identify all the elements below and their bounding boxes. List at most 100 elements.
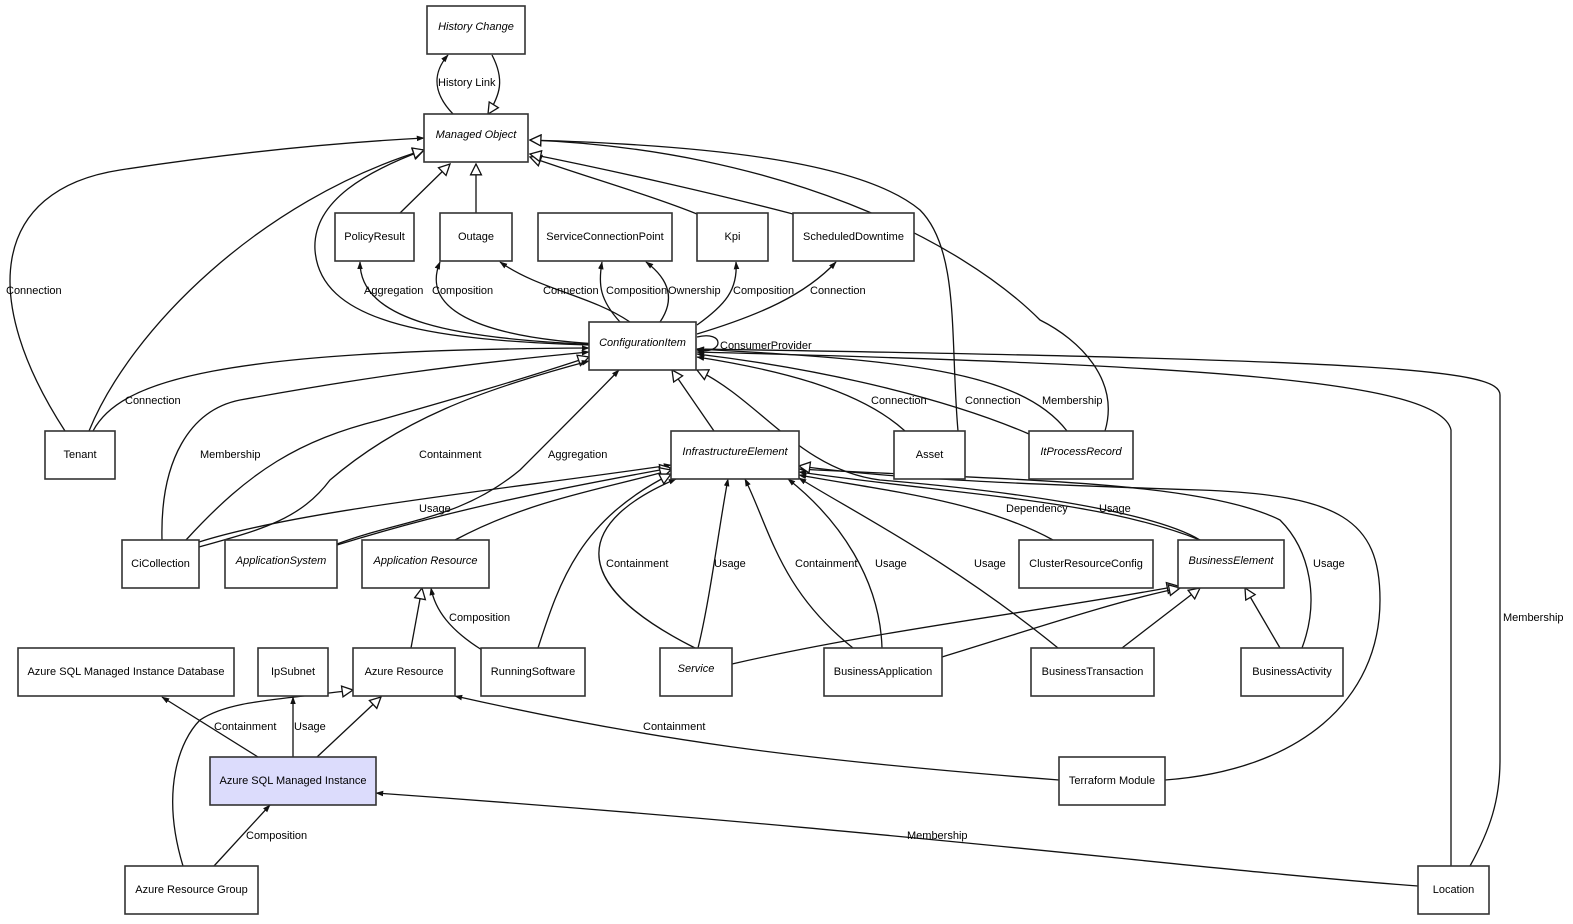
class-box[interactable] (670, 430, 800, 480)
class-box[interactable] (537, 212, 673, 262)
class-box[interactable] (209, 756, 377, 806)
class-box[interactable] (257, 647, 329, 697)
class-node-service[interactable]: Service (659, 647, 733, 697)
edge-itpr-to-managed_object (530, 140, 1109, 432)
edge-label: Composition (246, 830, 307, 842)
class-box[interactable] (1177, 539, 1285, 589)
edge-history_change-to-managed_object (488, 54, 501, 114)
class-box[interactable] (1417, 865, 1490, 915)
edges-layer (9, 54, 1501, 887)
edge-ci-to-outage-connection (499, 261, 631, 323)
class-node-biztx[interactable]: BusinessTransaction (1030, 647, 1155, 697)
class-name: ItProcessRecord (1040, 446, 1122, 458)
class-box[interactable] (1240, 647, 1344, 697)
class-node-crc[interactable]: ClusterResourceConfig (1018, 539, 1154, 589)
edge-crc-to-infra-dependency (798, 473, 1054, 541)
class-box[interactable] (121, 539, 200, 589)
edge-label: Usage (714, 558, 746, 570)
class-node-ipsubnet[interactable]: IpSubnet (257, 647, 329, 697)
class-box[interactable] (352, 647, 456, 697)
edge-label: Composition (733, 285, 794, 297)
edge-label: Usage (974, 558, 1006, 570)
class-node-cicoll[interactable]: CiCollection (121, 539, 200, 589)
class-name: CiCollection (131, 558, 190, 570)
edge-sqlmi-to-azres (316, 697, 381, 758)
edge-itpr-to-ci-connection (696, 352, 1030, 435)
class-node-outage[interactable]: Outage (439, 212, 513, 262)
edge-tfmod-to-infra (799, 466, 1381, 781)
edge-label: Membership (1503, 612, 1564, 624)
class-box[interactable] (1058, 756, 1166, 806)
class-name: History Change (438, 21, 514, 33)
class-node-asset[interactable]: Asset (893, 430, 966, 480)
class-node-runsw[interactable]: RunningSoftware (480, 647, 586, 697)
class-node-sqlmidb[interactable]: Azure SQL Managed Instance Database (17, 647, 235, 697)
class-box[interactable] (588, 321, 697, 371)
edge-kpi-to-managed_object (530, 157, 698, 215)
class-node-appres[interactable]: Application Resource (361, 539, 490, 589)
class-box[interactable] (659, 647, 733, 697)
class-node-kpi[interactable]: Kpi (696, 212, 769, 262)
class-node-be[interactable]: BusinessElement (1177, 539, 1285, 589)
class-node-tfmod[interactable]: Terraform Module (1058, 756, 1166, 806)
class-box[interactable] (823, 647, 943, 697)
edge-ci-to-scp-composition (598, 261, 621, 323)
class-name: Asset (916, 449, 944, 461)
class-node-sqlmi[interactable]: Azure SQL Managed Instance (209, 756, 377, 806)
class-box[interactable] (124, 865, 259, 915)
class-node-azrg[interactable]: Azure Resource Group (124, 865, 259, 915)
edge-label: Containment (419, 449, 481, 461)
class-node-location[interactable]: Location (1417, 865, 1490, 915)
class-name: Tenant (63, 449, 96, 461)
edge-location-to-ci-membership (696, 346, 1501, 867)
class-node-sched[interactable]: ScheduledDowntime (792, 212, 915, 262)
class-node-bizapp[interactable]: BusinessApplication (823, 647, 943, 697)
class-node-ci[interactable]: ConfigurationItem (588, 321, 697, 371)
class-box[interactable] (17, 647, 235, 697)
edge-sched-to-managed_object (530, 154, 794, 215)
class-box[interactable] (426, 5, 526, 55)
class-node-history-change[interactable]: History Change (426, 5, 526, 55)
edge-cicoll-to-ci-containment (198, 360, 590, 548)
edge-label: Connection (543, 285, 599, 297)
class-box[interactable] (423, 113, 529, 163)
class-node-managed-object[interactable]: Managed Object (423, 113, 529, 163)
class-node-infra[interactable]: InfrastructureElement (670, 430, 800, 480)
class-node-itpr[interactable]: ItProcessRecord (1028, 430, 1134, 480)
class-box[interactable] (480, 647, 586, 697)
class-box[interactable] (696, 212, 769, 262)
class-box[interactable] (224, 539, 338, 589)
edge-label: Usage (1313, 558, 1345, 570)
class-node-azres[interactable]: Azure Resource (352, 647, 456, 697)
class-box[interactable] (893, 430, 966, 480)
edge-label: Containment (606, 558, 668, 570)
edge-bizact-to-be (1245, 588, 1281, 649)
class-name: Terraform Module (1069, 775, 1155, 787)
class-box[interactable] (1018, 539, 1154, 589)
class-box[interactable] (361, 539, 490, 589)
class-node-scp[interactable]: ServiceConnectionPoint (537, 212, 673, 262)
class-node-appsys[interactable]: ApplicationSystem (224, 539, 338, 589)
edge-label: Membership (1042, 395, 1103, 407)
class-box[interactable] (439, 212, 513, 262)
class-node-tenant[interactable]: Tenant (44, 430, 116, 480)
edge-label: Usage (875, 558, 907, 570)
class-name: Azure Resource Group (135, 884, 248, 896)
class-node-bizact[interactable]: BusinessActivity (1240, 647, 1344, 697)
edge-label: Containment (795, 558, 857, 570)
edge-service-to-infra-containment (598, 478, 696, 649)
edge-asset-to-ci-connection (696, 355, 906, 432)
class-node-policy-result[interactable]: PolicyResult (334, 212, 415, 262)
class-box[interactable] (1030, 647, 1155, 697)
edge-label: Containment (643, 721, 705, 733)
edge-managed_object-to-history_change-history link (436, 54, 454, 115)
class-name: ConfigurationItem (599, 337, 686, 349)
class-box[interactable] (44, 430, 116, 480)
class-box[interactable] (1028, 430, 1134, 480)
edge-cicoll-to-ci-membership (161, 349, 590, 541)
edge-ci-to-sched-connection (696, 261, 837, 335)
edge-service-to-be (731, 586, 1178, 665)
class-box[interactable] (334, 212, 415, 262)
edge-label: Connection (6, 285, 62, 297)
class-box[interactable] (792, 212, 915, 262)
